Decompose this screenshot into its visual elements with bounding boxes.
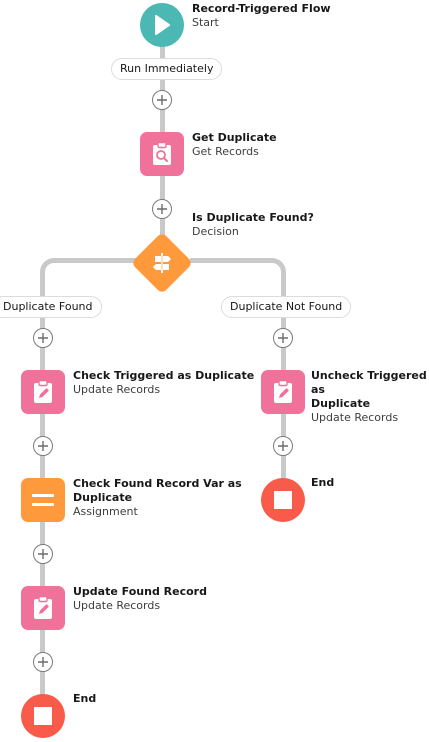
start-subtitle: Start: [192, 16, 219, 29]
uncheck-triggered-label: Uncheck Triggered as Duplicate Update Re…: [311, 369, 429, 425]
signpost-icon: [153, 253, 171, 273]
clipboard-edit-icon: [34, 595, 52, 619]
branch-duplicate-found[interactable]: Duplicate Found: [0, 296, 102, 318]
clipboard-edit-icon: [274, 379, 292, 403]
clipboard-edit-icon: [34, 379, 52, 403]
check-triggered-label: Check Triggered as Duplicate Update Reco…: [73, 369, 254, 397]
decision-title: Is Duplicate Found?: [192, 211, 314, 224]
assignment-label: Check Found Record Var as Duplicate Assi…: [73, 477, 242, 519]
branch-duplicate-not-found[interactable]: Duplicate Not Found: [221, 296, 352, 318]
add-element-button[interactable]: [152, 90, 172, 110]
update-found-subtitle: Update Records: [73, 599, 161, 612]
add-element-button[interactable]: [33, 436, 53, 456]
plus-icon: [157, 204, 167, 214]
uncheck-triggered-title-line2: Duplicate: [311, 397, 371, 410]
plus-icon: [38, 549, 48, 559]
check-triggered-node[interactable]: [21, 370, 65, 414]
stop-icon: [274, 491, 292, 509]
add-element-button[interactable]: [33, 544, 53, 564]
get-duplicate-node[interactable]: [140, 132, 184, 176]
update-found-node[interactable]: [21, 586, 65, 630]
uncheck-triggered-title-line1: Uncheck Triggered as: [311, 369, 427, 396]
plus-icon: [38, 441, 48, 451]
decision-subtitle: Decision: [192, 225, 239, 238]
assignment-node[interactable]: [21, 478, 65, 522]
get-duplicate-label: Get Duplicate Get Records: [192, 131, 277, 159]
end-title-left: End: [73, 692, 97, 705]
get-duplicate-title: Get Duplicate: [192, 131, 277, 144]
plus-icon: [278, 441, 288, 451]
get-duplicate-subtitle: Get Records: [192, 145, 259, 158]
update-found-label: Update Found Record Update Records: [73, 585, 207, 613]
start-title: Record-Triggered Flow: [192, 2, 331, 15]
decision-label: Is Duplicate Found? Decision: [192, 211, 314, 239]
check-triggered-subtitle: Update Records: [73, 383, 161, 396]
end-label-right: End: [311, 476, 334, 490]
plus-icon: [157, 95, 167, 105]
assignment-title-line2: Duplicate: [73, 491, 133, 504]
plus-icon: [38, 333, 48, 343]
add-element-button[interactable]: [273, 436, 293, 456]
add-element-button[interactable]: [152, 199, 172, 219]
add-element-button[interactable]: [33, 652, 53, 672]
start-label: Record-Triggered Flow Start: [192, 2, 331, 30]
connector-branch-left: [40, 258, 144, 298]
plus-icon: [38, 657, 48, 667]
stop-icon: [34, 707, 52, 725]
end-label-left: End: [73, 692, 96, 706]
assignment-title-line1: Check Found Record Var as: [73, 477, 242, 490]
end-node-right[interactable]: [261, 478, 305, 522]
add-element-button[interactable]: [33, 328, 53, 348]
update-found-title: Update Found Record: [73, 585, 207, 598]
clipboard-search-icon: [153, 141, 171, 165]
decision-icon-wrap: [140, 241, 184, 285]
end-title-right: End: [311, 476, 335, 489]
equals-icon: [32, 494, 54, 506]
start-node[interactable]: [140, 3, 184, 47]
assignment-subtitle: Assignment: [73, 505, 138, 518]
connector-branch-right: [190, 258, 286, 298]
run-immediately-label[interactable]: Run Immediately: [111, 58, 223, 80]
end-node-left[interactable]: [21, 694, 65, 738]
play-icon: [155, 15, 170, 35]
decision-node[interactable]: [130, 231, 194, 295]
uncheck-triggered-subtitle: Update Records: [311, 411, 399, 424]
add-element-button[interactable]: [273, 328, 293, 348]
check-triggered-title: Check Triggered as Duplicate: [73, 369, 255, 382]
uncheck-triggered-node[interactable]: [261, 370, 305, 414]
plus-icon: [278, 333, 288, 343]
